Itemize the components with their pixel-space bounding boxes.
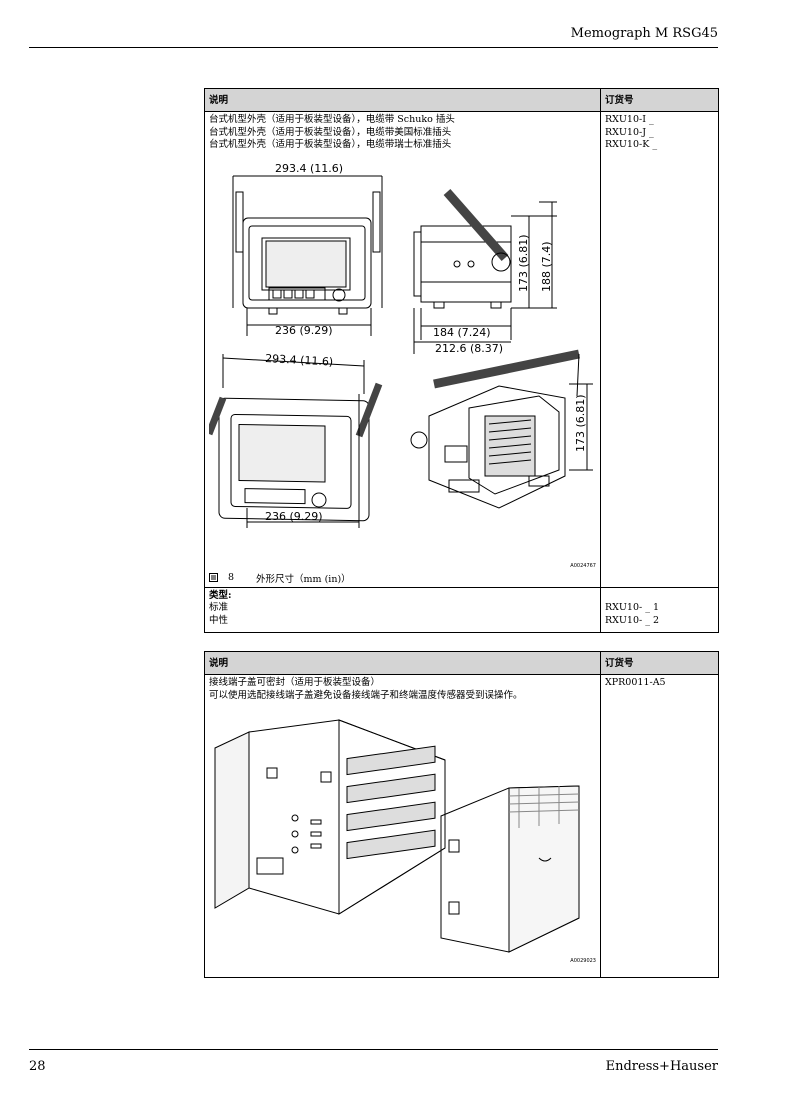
header-rule xyxy=(29,47,718,48)
description-cell-housing: 台式机型外壳（适用于板装型设备），电缆带 Schuko 插头 台式机型外壳（适用… xyxy=(204,111,601,588)
column-header-description: 说明 xyxy=(204,651,601,675)
accessory-table-terminal-cover: 说明 订货号 接线端子盖可密封（适用于板装型设备） 可以使用选配接线端子盖避免设… xyxy=(204,651,719,978)
order-code: RXU10- _ 2 xyxy=(605,614,660,626)
terminal-cover-part xyxy=(440,785,580,953)
order-code: RXU10-I _ xyxy=(605,114,654,125)
terminal-cover-drawing xyxy=(214,719,580,953)
type-option: 标准 xyxy=(209,602,229,613)
brand-name: Endress+Hauser xyxy=(605,1059,718,1074)
isometric-rear-drawing xyxy=(410,349,593,509)
description-line: 台式机型外壳（适用于板装型设备），电缆带瑞士标准插头 xyxy=(209,139,452,150)
figure-id: A0029023 xyxy=(570,958,596,964)
order-code-cell-terminal-cover: XPR0011-A5 xyxy=(600,674,719,978)
isometric-front-drawing xyxy=(209,353,383,528)
order-code: RXU10-J _ xyxy=(605,126,654,138)
column-header-description: 说明 xyxy=(204,88,601,112)
type-heading: 类型: xyxy=(209,589,232,601)
dimension-label: 212.6 (8.37) xyxy=(435,342,503,355)
front-view-drawing xyxy=(232,175,383,336)
description-cell-type: 类型: 标准 中性 xyxy=(204,586,601,633)
figure-icon xyxy=(209,573,218,582)
description-cell-terminal-cover: 接线端子盖可密封（适用于板装型设备） 可以使用选配接线端子盖避免设备接线端子和终… xyxy=(204,674,601,978)
dimension-label: 293.4 (11.6) xyxy=(265,352,334,369)
description-line: 台式机型外壳（适用于板装型设备），电缆带 Schuko 插头 xyxy=(209,114,455,125)
dimension-label: 184 (7.24) xyxy=(433,326,491,339)
page-number: 28 xyxy=(29,1059,46,1074)
dimension-label: 293.4 (11.6) xyxy=(275,162,343,175)
figure-caption: 8 外形尺寸（mm (in)） xyxy=(209,571,596,585)
order-code: XPR0011-A5 xyxy=(605,677,666,688)
footer-rule xyxy=(29,1049,718,1050)
description-line: 可以使用选配接线端子盖避免设备接线端子和终端温度传感器受到误操作。 xyxy=(209,689,523,701)
column-header-order-code: 订货号 xyxy=(600,651,719,675)
order-code-cell-type: RXU10- _ 1 RXU10- _ 2 xyxy=(600,586,719,633)
dimension-label: 188 (7.4) xyxy=(540,241,553,292)
figure-id: A0024767 xyxy=(570,562,596,569)
dimension-label: 173 (6.81) xyxy=(517,234,530,292)
order-code: RXU10-K _ xyxy=(605,139,658,150)
column-header-order-code: 订货号 xyxy=(600,88,719,112)
accessory-table-housing: 说明 订货号 台式机型外壳（适用于板装型设备），电缆带 Schuko 插头 台式… xyxy=(204,88,719,633)
order-code-cell-housing: RXU10-I _ RXU10-J _ RXU10-K _ xyxy=(600,111,719,588)
order-code: RXU10- _ 1 xyxy=(605,602,660,613)
figure-caption-text: 外形尺寸（mm (in)） xyxy=(256,573,351,585)
dimension-label: 236 (9.29) xyxy=(265,510,323,523)
document-title: Memograph M RSG45 xyxy=(570,26,718,41)
dimension-label: 236 (9.29) xyxy=(275,324,333,337)
description-line: 接线端子盖可密封（适用于板装型设备） xyxy=(209,677,381,688)
dimension-label: 173 (6.81) xyxy=(574,394,587,452)
type-option: 中性 xyxy=(209,614,229,626)
dimension-drawing: 293.4 (11.6) 236 (9.29) 184 (7.24) 212.6… xyxy=(209,162,593,528)
device-rear-drawing xyxy=(214,719,446,915)
description-line: 台式机型外壳（适用于板装型设备），电缆带美国标准插头 xyxy=(209,126,452,138)
figure-number: 8 xyxy=(228,572,235,583)
side-view-drawing xyxy=(413,188,557,354)
